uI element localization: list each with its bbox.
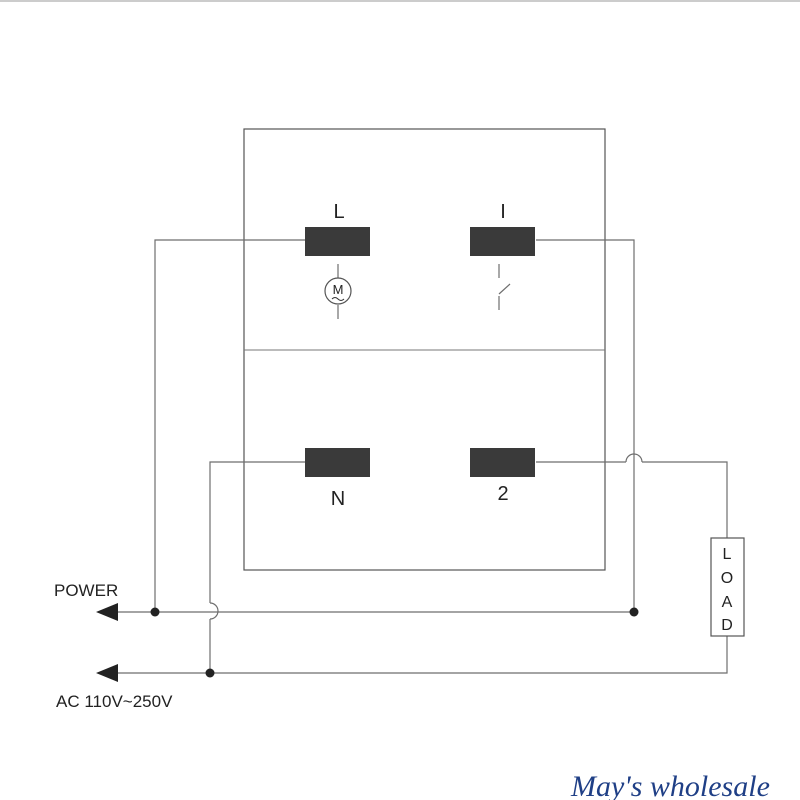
- terminal-n: [305, 448, 370, 477]
- terminal-label-2: 2: [497, 483, 508, 505]
- load-letter: D: [721, 617, 733, 634]
- load-letter: L: [723, 546, 732, 563]
- wire-load-to-ac: [210, 636, 728, 674]
- junction-dot-i: [629, 607, 639, 617]
- motor-tilde-icon: [331, 297, 345, 301]
- wire-2-crossover: [625, 453, 643, 463]
- junction-dot-n: [205, 668, 215, 678]
- terminal-2: [470, 448, 535, 477]
- wire-n-crossover: [209, 602, 219, 620]
- load-box: [710, 537, 745, 637]
- load-letter: O: [721, 570, 733, 587]
- wire-l-to-power: [154, 239, 305, 612]
- terminal-i: [470, 227, 535, 256]
- motor-circle: [324, 277, 352, 305]
- load-letter: A: [722, 594, 733, 611]
- motor-symbol: M: [324, 277, 352, 305]
- wire-i-to-power: [536, 239, 635, 612]
- wire-2-to-load: [642, 461, 728, 538]
- wire-n-to-ac: [209, 461, 305, 603]
- wires: [110, 239, 728, 674]
- terminal-label-n: N: [331, 488, 345, 510]
- switch-blade: [498, 283, 511, 295]
- ac-label: AC 110V~250V: [56, 692, 173, 711]
- junction-dot-l: [150, 607, 160, 617]
- power-label: POWER: [54, 581, 118, 600]
- terminal-l: [305, 227, 370, 256]
- watermark-text: May's wholesale: [570, 770, 770, 800]
- terminal-label-l: L: [333, 201, 344, 223]
- motor-letter: M: [333, 282, 344, 297]
- ac-arrow: [96, 664, 118, 682]
- terminal-label-i: I: [500, 201, 506, 223]
- power-arrow: [96, 603, 118, 621]
